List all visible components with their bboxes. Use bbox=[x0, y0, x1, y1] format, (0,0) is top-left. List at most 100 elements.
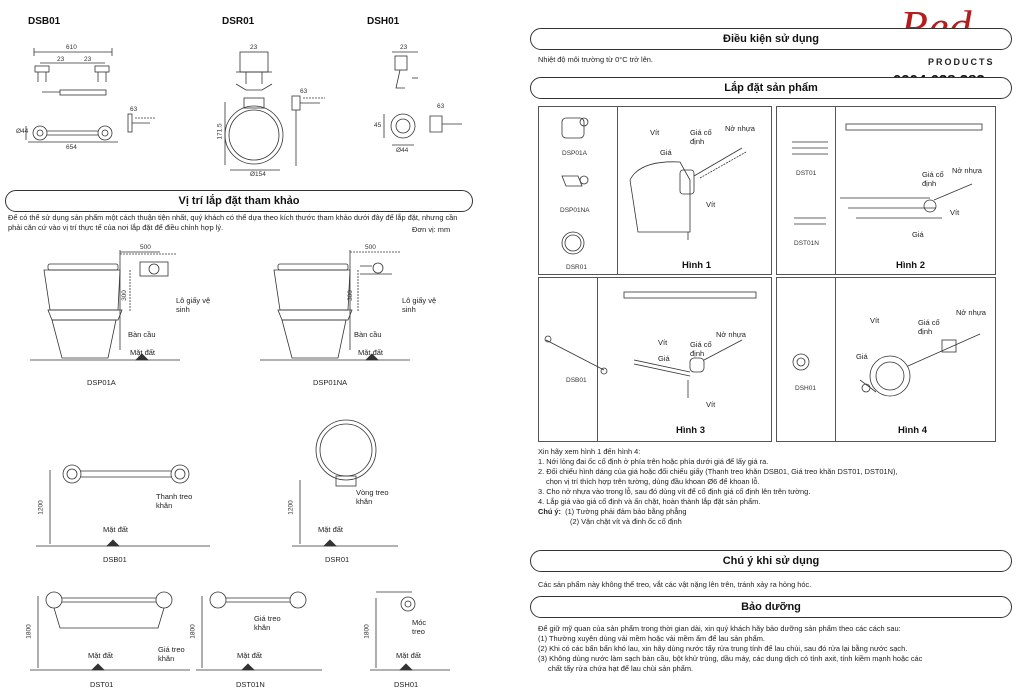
ring-label: Vòng treo khăn bbox=[356, 488, 389, 506]
note-2: (2) Vặn chặt vít và đinh ốc cố định bbox=[570, 517, 682, 526]
fig2-thumb-1: DST01 bbox=[796, 170, 817, 177]
intro-text: Để có thể sử dụng sản phẩm một cách thuậ… bbox=[8, 213, 458, 232]
figure-3 bbox=[538, 277, 772, 442]
code-dsr01: DSR01 bbox=[222, 16, 255, 27]
step-4: 4. Lắp giá vào giá cố định và ấn chặt, h… bbox=[538, 497, 761, 506]
dim-654: 654 bbox=[66, 144, 77, 151]
maint-intro: Để giữ mỹ quan của sản phẩm trong thời g… bbox=[538, 624, 901, 633]
dim-dsr-154: Ø154 bbox=[250, 171, 266, 178]
dim-dsh-44: Ø44 bbox=[396, 147, 409, 154]
install-height-diagrams bbox=[30, 419, 450, 671]
t2-label-paper: Lô giấy vệ sinh bbox=[402, 296, 437, 314]
fig2-caption: Hình 2 bbox=[896, 260, 926, 271]
fig3-vit2: Vít bbox=[706, 400, 716, 409]
t1-label-toilet: Bàn cầu bbox=[128, 330, 156, 339]
section-title-location: Vị trí lắp đặt tham khảo bbox=[5, 190, 473, 212]
step-1: 1. Nới lỏng đai ốc cố định ở phía trên h… bbox=[538, 457, 769, 466]
maintenance-title: Bảo dưỡng bbox=[530, 596, 1012, 618]
t2-dim-500: 500 bbox=[365, 244, 376, 251]
maint-1: (1) Thường xuyên dùng vải mềm hoặc vải m… bbox=[538, 634, 765, 643]
t2-code: DSP01NA bbox=[313, 378, 348, 387]
step-2b: chọn vị trí thích hợp trên tường, dùng đ… bbox=[546, 477, 760, 486]
ring-floor: Mặt đất bbox=[318, 525, 344, 534]
fig2-thumb-2: DST01N bbox=[794, 240, 819, 247]
rack1-floor: Mặt đất bbox=[88, 651, 114, 660]
dim-dsh-45: 45 bbox=[374, 122, 382, 129]
t2-label-floor: Mặt đất bbox=[358, 348, 384, 357]
dim-610: 610 bbox=[66, 44, 77, 51]
dim-dsr-63: 63 bbox=[300, 88, 308, 95]
fig1-no-nhua: Nở nhựa bbox=[725, 124, 755, 133]
fig1-thumb-1: DSP01A bbox=[562, 150, 587, 157]
dim-dsh-23: 23 bbox=[400, 44, 408, 51]
ring-code: DSR01 bbox=[325, 555, 350, 564]
note-label: Chú ý: bbox=[538, 507, 561, 516]
step-2: 2. Đối chiếu hình dáng của giá hoặc đối … bbox=[538, 467, 898, 476]
toilet-diagrams bbox=[30, 250, 410, 361]
t1-label-floor: Mặt đất bbox=[130, 348, 156, 357]
fig1-vit2: Vít bbox=[706, 200, 716, 209]
fig4-vit: Vít bbox=[870, 316, 880, 325]
t1-dim-500: 500 bbox=[140, 244, 151, 251]
maint-3: (3) Không dùng nước làm sạch bàn cầu, bộ… bbox=[538, 654, 923, 663]
figure-2 bbox=[776, 106, 996, 275]
install-steps: Xin hãy xem hình 1 đến hình 4: 1. Nới lỏ… bbox=[538, 447, 1008, 527]
fig1-thumb-2: DSP01NA bbox=[560, 207, 590, 214]
fig4-no-nhua: Nở nhựa bbox=[956, 308, 986, 317]
bar-floor: Mặt đất bbox=[103, 525, 129, 534]
fig3-thumb: DSB01 bbox=[566, 377, 587, 384]
dim-44: Ø44 bbox=[16, 128, 29, 135]
dim-63: 63 bbox=[130, 106, 138, 113]
fig3-gia: Giá bbox=[658, 354, 670, 363]
install-title: Lắp đặt sản phẩm bbox=[530, 77, 1012, 99]
rack1-label: Giá treo khăn bbox=[158, 645, 185, 663]
bar-label: Thanh treo khăn bbox=[156, 492, 193, 510]
fig2-no-nhua: Nở nhựa bbox=[952, 166, 982, 175]
fig1-vit: Vít bbox=[650, 128, 660, 137]
fig1-caption: Hình 1 bbox=[682, 260, 712, 271]
fig1-gia-co-dinh: Giá cố định bbox=[690, 128, 712, 146]
fig1-gia: Giá bbox=[660, 148, 672, 157]
rack2-floor: Mặt đất bbox=[237, 651, 263, 660]
usage-title: Chú ý khi sử dụng bbox=[530, 550, 1012, 572]
fig2-gia: Giá bbox=[912, 230, 924, 239]
maint-2: (2) Khi có các bẩn bẩn khó lau, xin hãy … bbox=[538, 644, 908, 653]
usage-text: Các sản phẩm này không thể treo, vắt các… bbox=[538, 580, 812, 589]
rack2-code: DST01N bbox=[236, 680, 265, 689]
fig4-caption: Hình 4 bbox=[898, 425, 928, 436]
code-dsh01: DSH01 bbox=[367, 16, 400, 27]
fig4-gia-co-dinh: Giá cố định bbox=[918, 318, 940, 336]
steps-intro: Xin hãy xem hình 1 đến hình 4: bbox=[538, 447, 641, 456]
code-dsb01: DSB01 bbox=[28, 16, 61, 27]
hook-floor: Mặt đất bbox=[396, 651, 422, 660]
figure-4 bbox=[776, 277, 996, 442]
fig3-vit: Vít bbox=[658, 338, 668, 347]
dim-23a: 23 bbox=[57, 56, 65, 63]
figure-1 bbox=[538, 106, 772, 275]
fig4-gia: Giá bbox=[856, 352, 868, 361]
dim-dsr-23: 23 bbox=[250, 44, 258, 51]
hook-label: Móc treo bbox=[412, 618, 427, 636]
fig3-no-nhua: Nở nhựa bbox=[716, 330, 746, 339]
rack1-code: DST01 bbox=[90, 680, 114, 689]
note-1: (1) Tường phải đảm bảo bằng phẳng bbox=[565, 507, 687, 516]
maint-3b: chất tẩy rửa chứa hạt để lau chùi sản ph… bbox=[548, 664, 694, 673]
unit-text: Đơn vị: mm bbox=[412, 225, 451, 234]
bar-code: DSB01 bbox=[103, 555, 127, 564]
fig3-caption: Hình 3 bbox=[676, 425, 706, 436]
brand-sub: PRODUCTS bbox=[928, 57, 995, 67]
conditions-title: Điều kiện sử dụng bbox=[530, 28, 1012, 50]
conditions-text: Nhiệt độ môi trường từ 0°C trở lên. bbox=[538, 55, 653, 64]
step-3: 3. Cho nở nhựa vào trong lỗ, sau đó dùng… bbox=[538, 487, 811, 496]
fig2-vit: Vít bbox=[950, 208, 960, 217]
technical-drawings bbox=[25, 48, 462, 171]
maintenance-list: Để giữ mỹ quan của sản phẩm trong thời g… bbox=[538, 624, 1008, 674]
t2-label-toilet: Bàn cầu bbox=[354, 330, 382, 339]
fig4-thumb: DSH01 bbox=[795, 385, 816, 392]
dim-dsh-63: 63 bbox=[437, 103, 445, 110]
fig1-thumb-3: DSR01 bbox=[566, 264, 587, 271]
hook-code: DSH01 bbox=[394, 680, 419, 689]
fig3-gia-co-dinh: Giá cố định bbox=[690, 340, 712, 358]
t1-code: DSP01A bbox=[87, 378, 116, 387]
